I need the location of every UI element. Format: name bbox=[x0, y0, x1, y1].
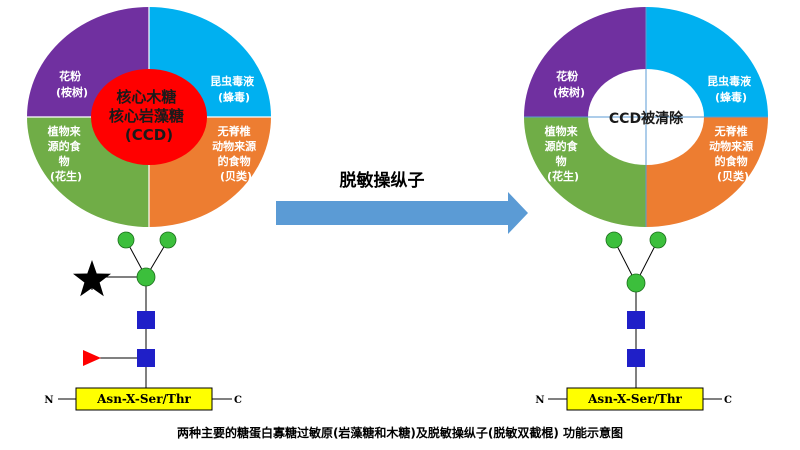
galactose-icon bbox=[605, 231, 623, 249]
glcnac-square-icon bbox=[137, 311, 155, 329]
mannose-icon bbox=[626, 273, 646, 293]
left-allergen-wheel: 花粉 (桉树) 昆虫毒液 (蜂毒) 植物来 源的食 物 (花生) 无脊椎 动物来… bbox=[27, 7, 271, 227]
invertebrate-food-label: 无脊椎 动物来源 的食物 (贝类) bbox=[212, 124, 260, 183]
pollen-label: 花粉 (桉树) bbox=[56, 69, 88, 99]
peptide-box bbox=[566, 387, 704, 411]
xylose-star-icon bbox=[73, 260, 111, 297]
peptide-sequence-label: Asn-X-Ser/Thr bbox=[96, 392, 191, 406]
glcnac-square-icon bbox=[627, 311, 645, 329]
arrow-shape bbox=[276, 192, 528, 234]
insect-venom-label: 昆虫毒液 (蜂毒) bbox=[707, 74, 755, 104]
right-glycan-structure: Asn-X-Ser/Thr N C bbox=[535, 231, 732, 411]
galactose-icon bbox=[159, 231, 177, 249]
fucose-triangle-icon bbox=[83, 350, 101, 366]
figure-caption: 两种主要的糖蛋白寡糖过敏原(岩藻糖和木糖)及脱敏操纵子(脱敏双截棍) 功能示意图 bbox=[177, 425, 623, 440]
c-terminus-label: C bbox=[234, 395, 242, 406]
c-terminus-label: C bbox=[724, 395, 732, 406]
plant-food-label: 植物来 源的食 物 (花生) bbox=[47, 124, 85, 183]
n-terminus-label: N bbox=[535, 395, 544, 406]
invertebrate-food-label: 无脊椎 动物来源 的食物 (贝类) bbox=[709, 124, 757, 183]
plant-food-label: 植物来 源的食 物 (花生) bbox=[544, 124, 582, 183]
ccd-core-circle bbox=[91, 69, 207, 165]
glcnac-square-icon bbox=[137, 349, 155, 367]
ccd-cleared-label: CCD被清除 bbox=[609, 110, 684, 127]
transformation-arrow: 脱敏操纵子 bbox=[276, 170, 528, 234]
peptide-sequence-label: Asn-X-Ser/Thr bbox=[587, 392, 682, 406]
left-glycan-structure: Asn-X-Ser/Thr N C bbox=[44, 231, 242, 411]
n-terminus-label: N bbox=[44, 395, 53, 406]
pollen-label: 花粉 (桉树) bbox=[553, 69, 585, 99]
ccd-core-label: 核心木糖 核心岩藻糖 (CCD) bbox=[109, 88, 189, 144]
arrow-label: 脱敏操纵子 bbox=[340, 170, 425, 191]
galactose-icon bbox=[117, 231, 135, 249]
peptide-box bbox=[75, 387, 213, 411]
insect-venom-label: 昆虫毒液 (蜂毒) bbox=[210, 74, 258, 104]
right-allergen-wheel: 花粉 (桉树) 昆虫毒液 (蜂毒) 植物来 源的食 物 (花生) 无脊椎 动物来… bbox=[524, 7, 768, 227]
mannose-icon bbox=[136, 267, 156, 287]
galactose-icon bbox=[649, 231, 667, 249]
glcnac-square-icon bbox=[627, 349, 645, 367]
